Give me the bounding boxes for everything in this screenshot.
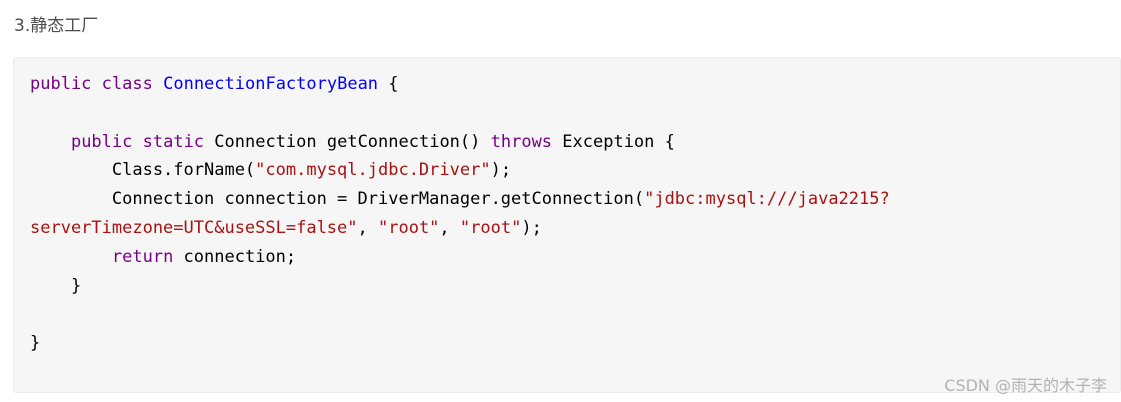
- keyword: class: [101, 74, 153, 94]
- keyword: public: [70, 131, 133, 152]
- class-name: ConnectionFactoryBean: [163, 74, 379, 94]
- code-line: Class.forName("com.mysql.jdbc.Driver");: [30, 156, 890, 185]
- code-line: }: [30, 329, 890, 358]
- code-text: Exception {: [552, 131, 675, 152]
- keyword: public: [30, 74, 92, 94]
- code-text: );: [490, 160, 512, 181]
- code-text: {: [378, 74, 399, 94]
- code-text: }: [30, 275, 82, 296]
- keyword: throws: [490, 131, 553, 152]
- code-text: connection;: [173, 246, 297, 267]
- code-text: Connection connection = DriverManager.ge…: [30, 189, 645, 210]
- code-text: Class.forName(: [30, 160, 256, 181]
- code-text: );: [521, 217, 542, 238]
- csdn-watermark: CSDN @雨天的木子李: [944, 376, 1107, 395]
- code-content: public class ConnectionFactoryBean { pub…: [30, 70, 890, 358]
- code-text: ,: [439, 217, 460, 238]
- code-line-empty: [30, 300, 890, 329]
- string-literal: serverTimezone=UTC&useSSL=false": [30, 217, 358, 238]
- keyword: return: [111, 246, 174, 267]
- code-text: ,: [357, 217, 378, 238]
- code-indent: [30, 247, 112, 267]
- code-line: public static Connection getConnection()…: [30, 128, 890, 157]
- code-line: Connection connection = DriverManager.ge…: [30, 185, 890, 214]
- code-line: serverTimezone=UTC&useSSL=false", "root"…: [30, 214, 890, 243]
- string-literal: "root": [459, 217, 522, 238]
- code-text: }: [30, 333, 41, 354]
- string-literal: "jdbc:mysql:///java2215?: [644, 189, 890, 210]
- code-block: public class ConnectionFactoryBean { pub…: [13, 57, 1121, 393]
- code-line-empty: [30, 99, 890, 128]
- code-text: Connection getConnection(): [204, 131, 491, 152]
- code-indent: [30, 132, 71, 152]
- section-heading: 3.静态工厂: [14, 16, 99, 36]
- keyword: static: [142, 131, 205, 152]
- string-literal: "root": [378, 217, 440, 238]
- code-line: public class ConnectionFactoryBean {: [30, 70, 890, 99]
- code-line: return connection;: [30, 243, 890, 272]
- string-literal: "com.mysql.jdbc.Driver": [255, 160, 491, 181]
- code-line: }: [30, 272, 890, 301]
